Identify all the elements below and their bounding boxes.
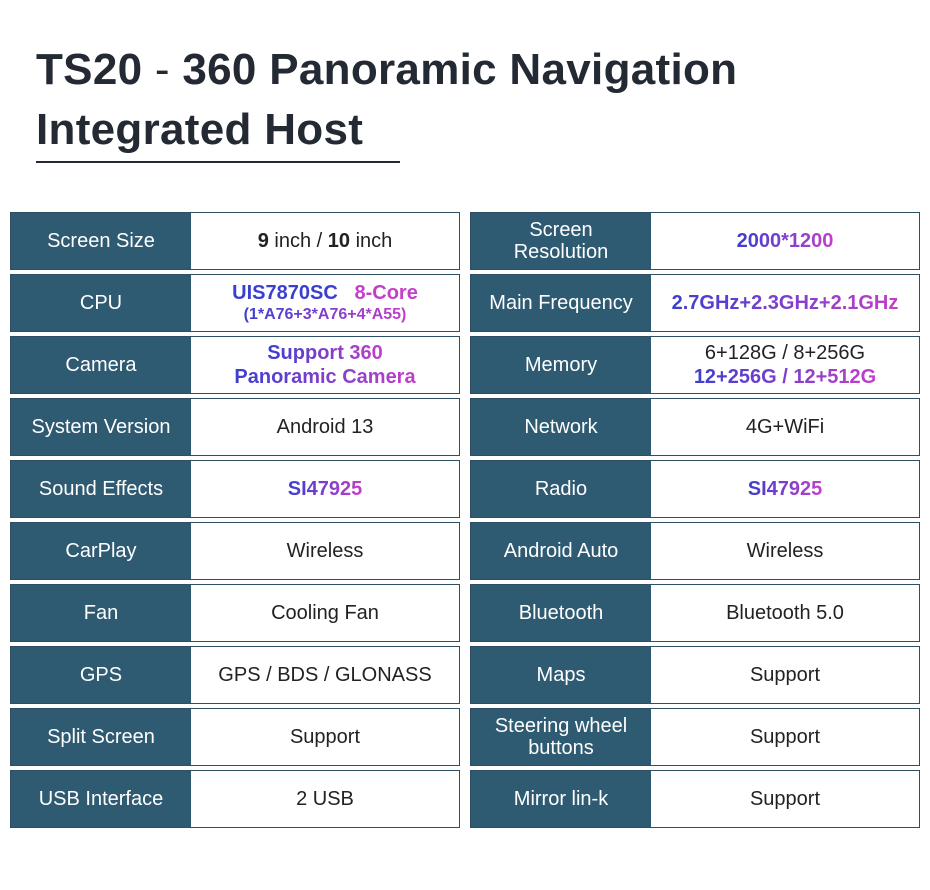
spec-row-split-screen: Split Screen Support xyxy=(10,708,460,766)
spec-row-bluetooth: Bluetooth Bluetooth 5.0 xyxy=(470,584,920,642)
spec-label: Maps xyxy=(471,647,651,703)
spec-value: Wireless xyxy=(191,523,459,579)
spec-label: Bluetooth xyxy=(471,585,651,641)
title-line-2: Integrated Host xyxy=(36,105,364,154)
spec-label: Fan xyxy=(11,585,191,641)
spec-label: Screen Size xyxy=(11,213,191,269)
label-line-2: buttons xyxy=(528,737,594,759)
spec-value: Wireless xyxy=(651,523,919,579)
spec-row-carplay: CarPlay Wireless xyxy=(10,522,460,580)
spec-value: 4G+WiFi xyxy=(651,399,919,455)
spec-value: Support xyxy=(191,709,459,765)
spec-value: Support xyxy=(651,771,919,827)
spec-row-camera: Camera Support 360 Panoramic Camera xyxy=(10,336,460,394)
spec-label: Steering wheel buttons xyxy=(471,709,651,765)
size-unit: inch xyxy=(350,230,393,252)
spec-row-android-auto: Android Auto Wireless xyxy=(470,522,920,580)
memory-line-2: 12+256G / 12+512G xyxy=(693,366,877,388)
spec-label: Mirror lin-k xyxy=(471,771,651,827)
cpu-model: UIS7870SC xyxy=(232,282,338,304)
spec-row-mirror-link: Mirror lin-k Support xyxy=(470,770,920,828)
spec-label: USB Interface xyxy=(11,771,191,827)
page-title: TS20 - 360 Panoramic Navigation Integrat… xyxy=(36,40,737,160)
spec-row-usb-interface: USB Interface 2 USB xyxy=(10,770,460,828)
cpu-cores: 8-Core xyxy=(354,282,418,304)
model-name: TS20 xyxy=(36,45,143,94)
spec-label: Android Auto xyxy=(471,523,651,579)
spec-label: CPU xyxy=(11,275,191,331)
spec-value: 9 inch / 10 inch xyxy=(191,213,459,269)
spec-row-system-version: System Version Android 13 xyxy=(10,398,460,456)
size-9: 9 xyxy=(257,230,269,252)
size-10: 10 xyxy=(327,230,351,252)
spec-label: Camera xyxy=(11,337,191,393)
spec-value: SI47925 xyxy=(651,461,919,517)
spec-label: CarPlay xyxy=(11,523,191,579)
sound-chip: SI47925 xyxy=(287,478,363,500)
camera-line-2: Panoramic Camera xyxy=(234,366,416,388)
resolution-value: 2000*1200 xyxy=(736,230,834,252)
spec-row-maps: Maps Support xyxy=(470,646,920,704)
spec-row-screen-resolution: Screen Resolution 2000*1200 xyxy=(470,212,920,270)
memory-line-1: 6+128G / 8+256G xyxy=(704,342,866,364)
spec-value: Bluetooth 5.0 xyxy=(651,585,919,641)
spec-value: Support xyxy=(651,709,919,765)
spec-table-right: Screen Resolution 2000*1200 Main Frequen… xyxy=(470,212,920,832)
spec-value: 2000*1200 xyxy=(651,213,919,269)
spec-row-screen-size: Screen Size 9 inch / 10 inch xyxy=(10,212,460,270)
spec-label: GPS xyxy=(11,647,191,703)
spec-row-network: Network 4G+WiFi xyxy=(470,398,920,456)
spec-label: Network xyxy=(471,399,651,455)
spec-value: UIS7870SC 8-Core (1*A76+3*A76+4*A55) xyxy=(191,275,459,331)
spec-value: 6+128G / 8+256G 12+256G / 12+512G xyxy=(651,337,919,393)
spec-table-left: Screen Size 9 inch / 10 inch CPU UIS7870… xyxy=(10,212,460,832)
spec-row-memory: Memory 6+128G / 8+256G 12+256G / 12+512G xyxy=(470,336,920,394)
spec-label: Memory xyxy=(471,337,651,393)
spec-value: Support 360 Panoramic Camera xyxy=(191,337,459,393)
spec-row-sound-effects: Sound Effects SI47925 xyxy=(10,460,460,518)
label-line-1: Steering wheel xyxy=(494,715,628,737)
spec-row-main-frequency: Main Frequency 2.7GHz+2.3GHz+2.1GHz xyxy=(470,274,920,332)
size-sep: inch / xyxy=(268,230,328,252)
spec-value: GPS / BDS / GLONASS xyxy=(191,647,459,703)
spec-label: Radio xyxy=(471,461,651,517)
spec-value: 2 USB xyxy=(191,771,459,827)
spec-value: Cooling Fan xyxy=(191,585,459,641)
title-underline xyxy=(36,161,400,163)
radio-chip: SI47925 xyxy=(747,478,823,500)
spec-label: Split Screen xyxy=(11,709,191,765)
spec-row-fan: Fan Cooling Fan xyxy=(10,584,460,642)
title-line-1: TS20 - 360 Panoramic Navigation xyxy=(36,40,737,100)
spec-value: Support xyxy=(651,647,919,703)
spec-row-gps: GPS GPS / BDS / GLONASS xyxy=(10,646,460,704)
frequency-value: 2.7GHz+2.3GHz+2.1GHz xyxy=(671,292,899,314)
spec-label: Main Frequency xyxy=(471,275,651,331)
spec-label: System Version xyxy=(11,399,191,455)
spec-value: 2.7GHz+2.3GHz+2.1GHz xyxy=(651,275,919,331)
spec-label: Screen Resolution xyxy=(471,213,651,269)
title-product: 360 Panoramic Navigation xyxy=(182,45,738,94)
cpu-detail: (1*A76+3*A76+4*A55) xyxy=(243,306,407,323)
label-line-1: Screen xyxy=(529,219,593,241)
spec-value: Android 13 xyxy=(191,399,459,455)
spec-row-steering-wheel: Steering wheel buttons Support xyxy=(470,708,920,766)
spec-row-radio: Radio SI47925 xyxy=(470,460,920,518)
camera-line-1: Support 360 xyxy=(267,342,383,364)
spec-value: SI47925 xyxy=(191,461,459,517)
label-line-2: Resolution xyxy=(513,241,609,263)
spec-label: Sound Effects xyxy=(11,461,191,517)
spec-row-cpu: CPU UIS7870SC 8-Core (1*A76+3*A76+4*A55) xyxy=(10,274,460,332)
title-dash: - xyxy=(142,45,183,94)
